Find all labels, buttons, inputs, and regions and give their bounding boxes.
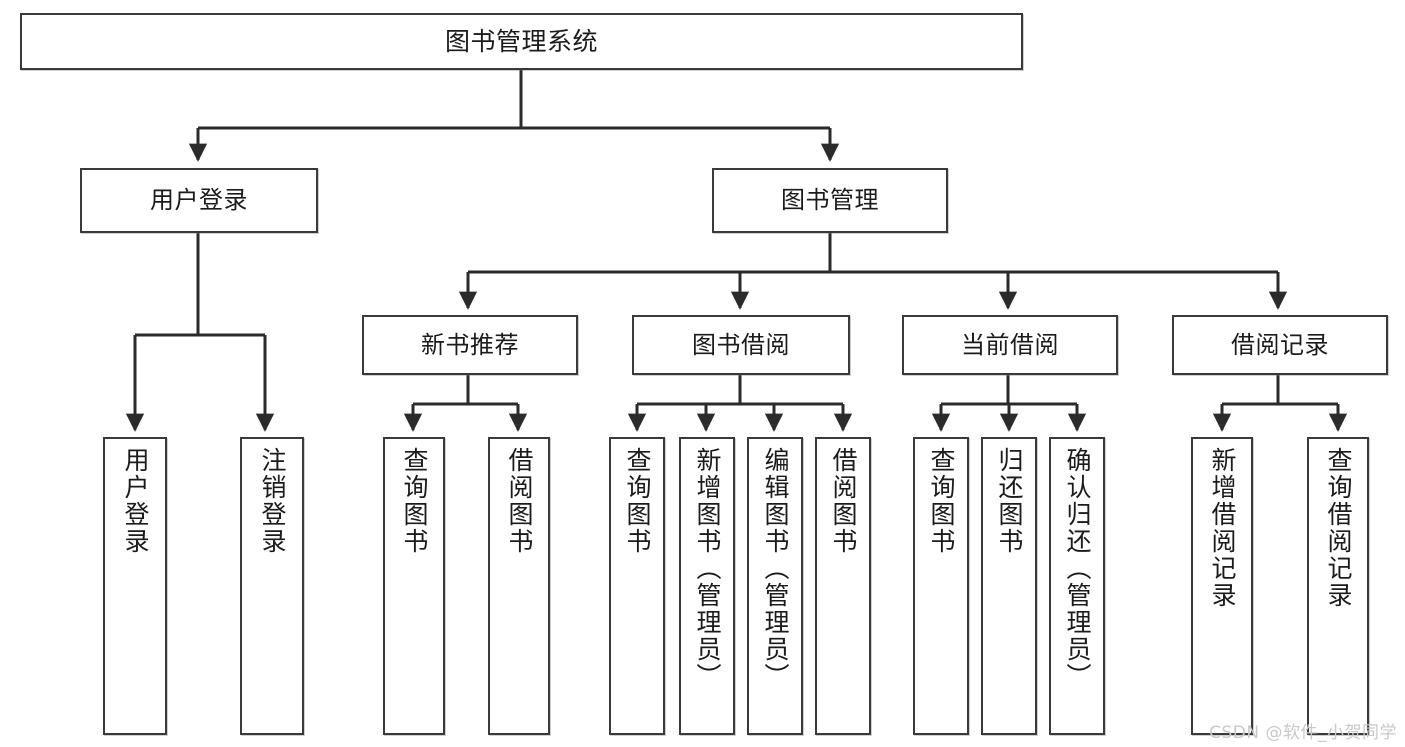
leaf-book-borrow-borrow-book[interactable]: 借阅图书 xyxy=(815,437,871,735)
node-label: 图书管理 xyxy=(781,186,879,215)
node-current-borrow[interactable]: 当前借阅 xyxy=(902,315,1118,375)
leaf-user-login-logout[interactable]: 注销登录 xyxy=(240,437,304,735)
leaf-current-borrow-query-book[interactable]: 查询图书 xyxy=(913,437,969,735)
node-label: 借阅图书 xyxy=(505,447,534,555)
node-label: 当前借阅 xyxy=(961,330,1059,359)
leaf-borrow-record-add-record[interactable]: 新增借阅记录 xyxy=(1191,437,1253,735)
node-label: 编辑图书（管理员） xyxy=(761,447,790,690)
node-label: 新书推荐 xyxy=(421,330,519,359)
node-label: 图书管理系统 xyxy=(444,26,598,56)
node-label: 查询图书 xyxy=(400,447,429,555)
leaf-current-borrow-return-book[interactable]: 归还图书 xyxy=(981,437,1037,735)
node-user-login[interactable]: 用户登录 xyxy=(80,168,318,233)
node-label: 注销登录 xyxy=(258,447,287,555)
node-label: 借阅记录 xyxy=(1231,330,1329,359)
leaf-book-borrow-edit-book-admin[interactable]: 编辑图书（管理员） xyxy=(747,437,803,735)
node-label: 查询借阅记录 xyxy=(1324,447,1353,609)
node-root-book-management-system[interactable]: 图书管理系统 xyxy=(20,13,1023,70)
node-label: 用户登录 xyxy=(121,447,150,555)
node-label: 新增图书（管理员） xyxy=(693,447,722,690)
node-label: 新增借阅记录 xyxy=(1208,447,1237,609)
leaf-new-book-borrow-book[interactable]: 借阅图书 xyxy=(488,437,550,735)
leaf-new-book-query-book[interactable]: 查询图书 xyxy=(383,437,445,735)
node-label: 确认归还（管理员） xyxy=(1063,447,1092,690)
node-book-borrow[interactable]: 图书借阅 xyxy=(632,315,850,375)
node-book-management[interactable]: 图书管理 xyxy=(712,168,948,233)
node-label: 查询图书 xyxy=(623,447,652,555)
node-label: 借阅图书 xyxy=(829,447,858,555)
leaf-current-borrow-confirm-return-admin[interactable]: 确认归还（管理员） xyxy=(1049,437,1105,735)
leaf-book-borrow-query-book[interactable]: 查询图书 xyxy=(609,437,665,735)
node-borrow-record[interactable]: 借阅记录 xyxy=(1172,315,1388,375)
leaf-user-login-login[interactable]: 用户登录 xyxy=(103,437,167,735)
leaf-borrow-record-query-record[interactable]: 查询借阅记录 xyxy=(1307,437,1369,735)
node-label: 用户登录 xyxy=(150,186,248,215)
leaf-book-borrow-add-book-admin[interactable]: 新增图书（管理员） xyxy=(679,437,735,735)
node-label: 查询图书 xyxy=(927,447,956,555)
node-label: 图书借阅 xyxy=(692,330,790,359)
node-label: 归还图书 xyxy=(995,447,1024,555)
node-new-book-recommend[interactable]: 新书推荐 xyxy=(362,315,578,375)
